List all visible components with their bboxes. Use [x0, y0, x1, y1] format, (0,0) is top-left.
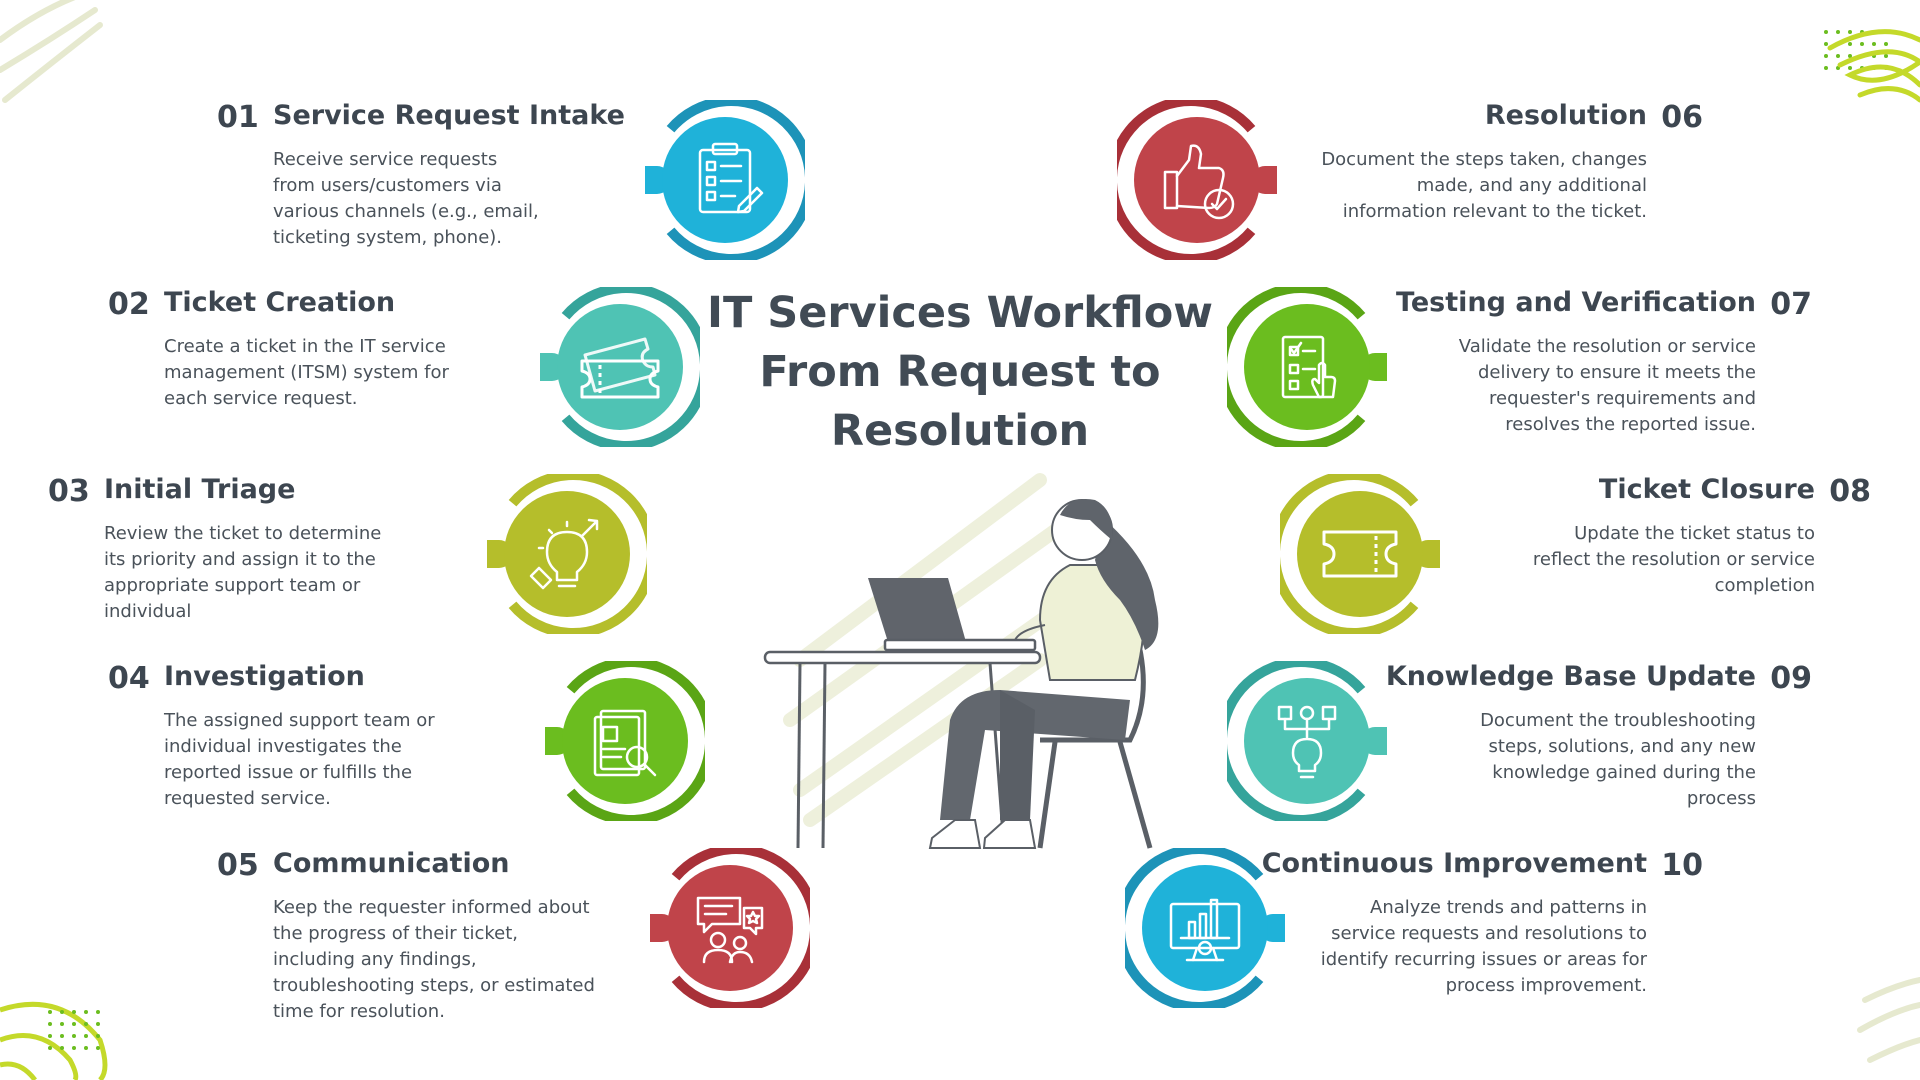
step-title: Service Request Intake — [273, 100, 625, 131]
step-number: 03 — [48, 474, 90, 509]
clipboard-checklist-icon — [698, 142, 764, 214]
chair-back — [1040, 649, 1146, 743]
step-description: Validate the resolution or service deliv… — [1458, 336, 1756, 435]
step-04-icon-badge — [498, 657, 715, 825]
step-description: The assigned support team or individual … — [164, 710, 435, 809]
step-title: Continuous Improvement — [1261, 848, 1647, 879]
scribble-top-left — [0, 0, 103, 103]
desk-leg — [821, 662, 827, 849]
step-10: 10 Continuous Improvement Analyze trends… — [1257, 845, 1703, 999]
person-arm — [1014, 624, 1046, 641]
person-shoe — [928, 819, 982, 849]
thumbs-up-check-icon — [1163, 144, 1235, 220]
person-hair-top — [1060, 499, 1113, 540]
step-title: Investigation — [164, 661, 365, 692]
step-title: Ticket Closure — [1598, 474, 1815, 505]
person-at-desk-illustration — [763, 473, 1159, 849]
scribble-bottom-left — [0, 1001, 108, 1080]
step-number: 08 — [1829, 474, 1871, 509]
step-03-icon-badge — [440, 470, 657, 638]
step-01: 01 Service Request Intake Receive servic… — [217, 97, 625, 251]
ticket-icon — [580, 337, 660, 399]
step-number: 04 — [108, 661, 150, 696]
page-title: IT Services Workflow From Request to Res… — [700, 284, 1220, 461]
document-search-icon — [593, 709, 657, 777]
step-08-icon-badge — [1270, 470, 1487, 638]
step-title: Initial Triage — [104, 474, 296, 505]
step-06-icon-badge — [1107, 96, 1324, 264]
step-06: 06 Resolution Document the steps taken, … — [1297, 97, 1703, 225]
person-hair — [1095, 520, 1159, 650]
step-01-icon-badge — [598, 96, 815, 264]
step-04: 04 Investigation The assigned support te… — [108, 658, 504, 812]
step-09-icon-badge — [1217, 657, 1434, 825]
checklist-pointer-icon — [1281, 335, 1337, 399]
desk-leg — [796, 662, 802, 849]
dots-bottom-left — [48, 1010, 100, 1050]
step-number: 10 — [1661, 848, 1703, 883]
step-03: 03 Initial Triage Review the ticket to d… — [48, 471, 424, 625]
step-number: 07 — [1770, 287, 1812, 322]
monitor-chart-gear-icon — [1169, 898, 1241, 962]
chair-leg — [1117, 741, 1153, 849]
lightbulb-network-icon — [1277, 705, 1337, 779]
step-title: Knowledge Base Update — [1385, 661, 1756, 692]
step-number: 02 — [108, 287, 150, 322]
step-07-icon-badge — [1217, 283, 1434, 451]
chair-leg — [1037, 741, 1058, 849]
step-number: 01 — [217, 100, 259, 135]
person-shoe — [982, 819, 1037, 849]
step-description: Analyze trends and patterns in service r… — [1320, 897, 1647, 996]
step-09: 09 Knowledge Base Update Document the tr… — [1376, 658, 1812, 812]
step-description: Update the ticket status to reflect the … — [1532, 523, 1815, 596]
scribble-top-right — [1827, 29, 1920, 103]
step-title: Testing and Verification — [1396, 287, 1756, 318]
step-description: Review the ticket to determine its prior… — [104, 523, 382, 622]
step-description: Document the steps taken, changes made, … — [1321, 149, 1647, 222]
step-number: 06 — [1661, 100, 1703, 135]
step-number: 05 — [217, 848, 259, 883]
title-line-1: IT Services Workflow — [706, 288, 1213, 338]
laptop-screen — [868, 578, 966, 642]
step-02-icon-badge — [493, 283, 710, 451]
ticket-icon — [1322, 530, 1398, 578]
step-title: Ticket Creation — [164, 287, 396, 318]
step-07: 07 Testing and Verification Validate the… — [1396, 284, 1812, 438]
title-line-2: From Request to — [759, 347, 1161, 397]
step-number: 09 — [1770, 661, 1812, 696]
step-title: Communication — [273, 848, 510, 879]
lightbulb-idea-icon — [529, 518, 599, 590]
title-line-3: Resolution — [830, 406, 1090, 456]
chat-users-icon — [696, 896, 764, 964]
step-08: 08 Ticket Closure Update the ticket stat… — [1475, 471, 1871, 599]
step-description: Document the troubleshooting steps, solu… — [1480, 710, 1756, 809]
desk-top — [763, 650, 1042, 665]
step-description: Create a ticket in the IT service manage… — [164, 336, 449, 409]
step-05: 05 Communication Keep the requester info… — [217, 845, 613, 1025]
person-leg-back — [1000, 690, 1035, 820]
person-legs — [940, 690, 1130, 820]
step-02: 02 Ticket Creation Create a ticket in th… — [108, 284, 504, 412]
scribble-bottom-right — [1857, 977, 1920, 1063]
step-title: Resolution — [1484, 100, 1647, 131]
step-05-icon-badge — [603, 844, 820, 1012]
step-description: Keep the requester informed about the pr… — [273, 897, 595, 1022]
step-description: Receive service requests from users/cust… — [273, 149, 539, 248]
laptop-base — [883, 638, 1037, 652]
